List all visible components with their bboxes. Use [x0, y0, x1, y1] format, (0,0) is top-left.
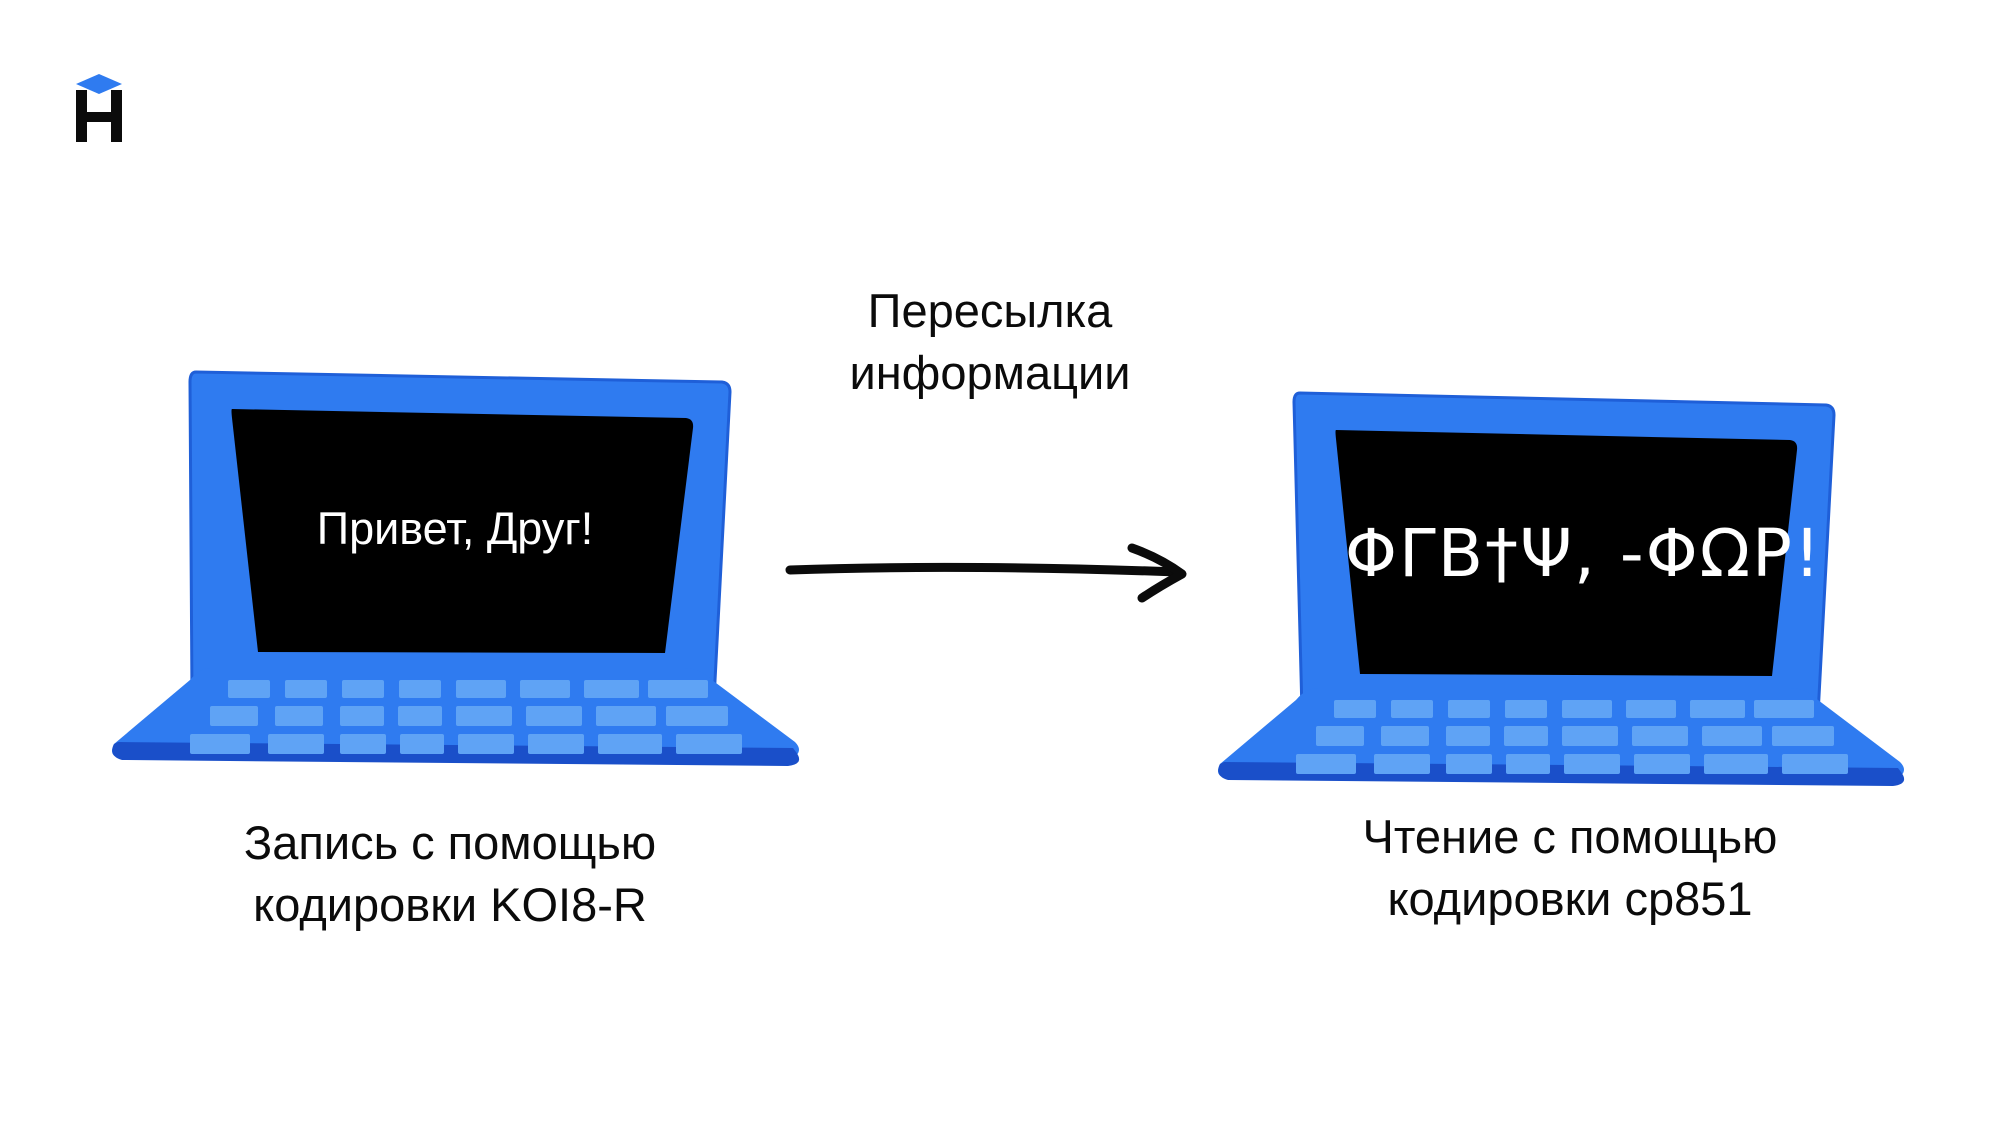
arrow-line	[785, 562, 1183, 577]
left-laptop-screen	[231, 409, 694, 653]
left-keyboard	[190, 680, 742, 754]
right-caption: Чтение с помощью кодировки cp851	[1290, 806, 1850, 930]
arrow-head-icon	[1127, 543, 1187, 603]
transfer-caption-line1: Пересылка	[867, 284, 1113, 337]
right-screen-text: ΦΓΒ†Ψ, -ΦΩΡ!	[1345, 515, 1823, 592]
left-screen-text: Привет, Друг!	[316, 503, 594, 554]
left-caption-line1: Запись с помощью	[243, 816, 657, 869]
left-caption-line2: кодировки KOI8-R	[253, 878, 647, 931]
right-caption-line2: кодировки cp851	[1387, 872, 1753, 925]
right-caption-line1: Чтение с помощью	[1362, 810, 1778, 863]
right-laptop-screen	[1335, 430, 1798, 676]
transfer-caption: Пересылка информации	[780, 280, 1200, 404]
transfer-caption-line2: информации	[849, 346, 1131, 399]
left-caption: Запись с помощью кодировки KOI8-R	[180, 812, 720, 936]
right-keyboard	[1296, 700, 1848, 774]
